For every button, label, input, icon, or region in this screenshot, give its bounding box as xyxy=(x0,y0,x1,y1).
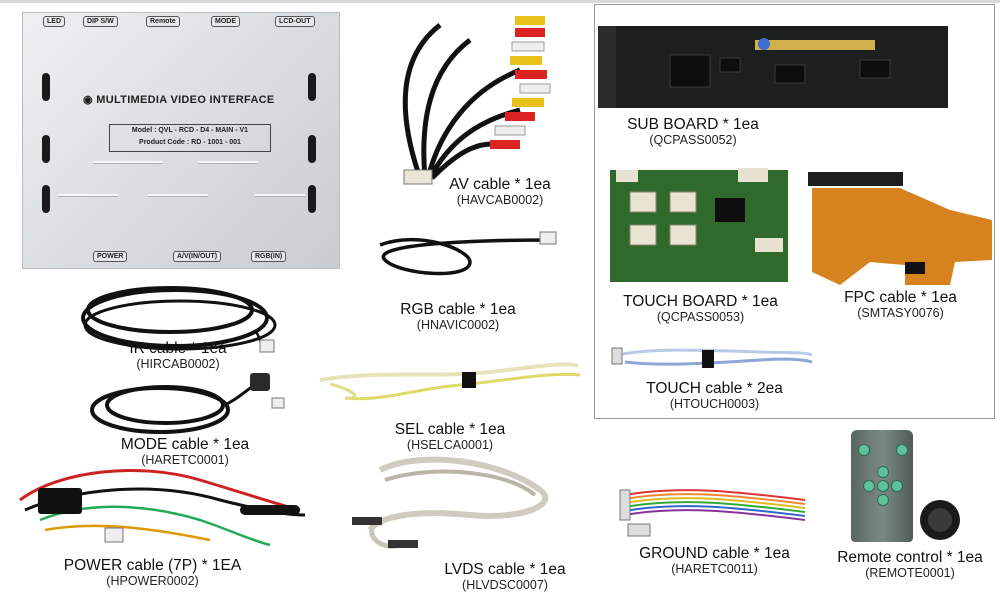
touch-board-image xyxy=(610,168,788,282)
port-label-lcd-out: LCD-OUT xyxy=(275,16,315,27)
interface-box: LED DIP S/W Remote MODE LCD-OUT ◉ MULTIM… xyxy=(22,12,340,269)
caption-fpc-title: FPC cable * 1ea xyxy=(844,289,957,306)
caption-mode: MODE cable * 1ea (HARETC0001) xyxy=(95,436,275,467)
caption-av-code: (HAVCAB0002) xyxy=(456,193,544,207)
vent-slot xyxy=(308,73,316,101)
caption-ground-code: (HARETC0011) xyxy=(671,562,758,576)
caption-mode-title: MODE cable * 1ea xyxy=(120,436,250,453)
caption-rgb-code: (HNAVIC0002) xyxy=(416,318,500,332)
caption-fpc-code: (SMTASY0076) xyxy=(857,306,944,320)
port-label-rgb: RGB(IN) xyxy=(251,251,287,262)
caption-ir-code: (HIRCAB0002) xyxy=(136,357,220,371)
remote-receiver-image xyxy=(920,500,960,540)
remote-button-icon xyxy=(863,480,875,492)
port-label-led: LED xyxy=(43,16,65,27)
caption-touch-board-title: TOUCH BOARD * 1ea xyxy=(623,293,778,310)
caption-power-code: (HPOWER0002) xyxy=(106,574,199,588)
vent-slot xyxy=(308,185,316,213)
caption-remote-code: (REMOTE0001) xyxy=(865,566,955,580)
fpc-cable-image xyxy=(808,172,992,285)
caption-sub-board-code: (QCPASS0052) xyxy=(649,133,737,147)
caption-av: AV cable * 1ea (HAVCAB0002) xyxy=(420,176,580,207)
port-label-remote: Remote xyxy=(146,16,180,27)
remote-control-image xyxy=(851,430,913,542)
touch-cable-image xyxy=(611,347,813,368)
caption-power-title: POWER cable (7P) * 1EA xyxy=(63,557,242,574)
caption-rgb: RGB cable * 1ea (HNAVIC0002) xyxy=(378,301,538,332)
top-divider xyxy=(0,0,1000,3)
caption-touch-cable-code: (HTOUCH0003) xyxy=(669,397,760,411)
vent-slot xyxy=(42,135,50,163)
rgb-cable-image xyxy=(379,231,557,276)
caption-lvds-code: (HLVDSC0007) xyxy=(462,578,548,592)
port-label-mode: MODE xyxy=(211,16,240,27)
remote-button-icon xyxy=(877,480,889,492)
ir-cable-image xyxy=(81,286,277,353)
vent-slot xyxy=(308,135,316,163)
caption-sel-code: (HSELCA0001) xyxy=(406,438,494,452)
caption-remote: Remote control * 1ea (REMOTE0001) xyxy=(820,549,1000,580)
caption-remote-title: Remote control * 1ea xyxy=(837,549,983,566)
caption-sub-board-title: SUB BOARD * 1ea xyxy=(627,116,759,133)
av-cable-image xyxy=(402,16,551,185)
box-groove xyxy=(198,161,258,164)
caption-ground: GROUND cable * 1ea (HARETC0011) xyxy=(612,545,817,576)
box-product-code: Product Code : RD - 1001 - 001 xyxy=(139,139,241,146)
box-groove xyxy=(148,194,208,197)
caption-touch-board: TOUCH BOARD * 1ea (QCPASS0053) xyxy=(608,293,793,324)
caption-touch-board-code: (QCPASS0053) xyxy=(656,310,745,324)
remote-button-icon xyxy=(877,494,889,506)
caption-touch-cable-title: TOUCH cable * 2ea xyxy=(646,380,783,397)
remote-button-icon xyxy=(858,444,870,456)
caption-av-title: AV cable * 1ea xyxy=(449,176,551,193)
caption-touch-cable: TOUCH cable * 2ea (HTOUCH0003) xyxy=(622,380,807,411)
sel-cable-image xyxy=(319,362,581,401)
caption-rgb-title: RGB cable * 1ea xyxy=(400,301,516,318)
caption-ground-title: GROUND cable * 1ea xyxy=(639,545,790,562)
box-groove xyxy=(58,194,118,197)
box-groove xyxy=(255,194,305,197)
box-model: Model : QVL - RCD - D4 - MAIN - V1 xyxy=(131,127,249,134)
caption-fpc: FPC cable * 1ea (SMTASY0076) xyxy=(818,289,983,320)
box-info-label: Model : QVL - RCD - D4 - MAIN - V1 Produ… xyxy=(109,124,271,152)
box-title-text: MULTIMEDIA VIDEO INTERFACE xyxy=(96,94,275,106)
board-panel-frame xyxy=(594,4,995,419)
port-label-dip: DIP S/W xyxy=(83,16,118,27)
remote-button-icon xyxy=(877,466,889,478)
caption-mode-code: (HARETC0001) xyxy=(141,453,229,467)
remote-button-icon xyxy=(891,480,903,492)
ground-cable-image xyxy=(619,489,806,537)
caption-ir: IR cable * 1ea (HIRCAB0002) xyxy=(98,340,258,371)
port-label-av: A/V(IN/OUT) xyxy=(173,251,222,262)
caption-sel: SEL cable * 1ea (HSELCA0001) xyxy=(370,421,530,452)
box-title: ◉ MULTIMEDIA VIDEO INTERFACE xyxy=(83,94,275,106)
power-cable-image xyxy=(19,468,306,547)
port-label-power: POWER xyxy=(93,251,128,262)
caption-sub-board: SUB BOARD * 1ea (QCPASS0052) xyxy=(608,116,778,147)
vent-slot xyxy=(42,185,50,213)
lvds-cable-image xyxy=(352,456,549,549)
box-groove xyxy=(93,161,163,164)
caption-lvds-title: LVDS cable * 1ea xyxy=(444,561,566,578)
caption-lvds: LVDS cable * 1ea (HLVDSC0007) xyxy=(415,561,595,592)
caption-ir-title: IR cable * 1ea xyxy=(129,340,227,357)
mode-cable-image xyxy=(90,373,285,434)
vent-slot xyxy=(42,73,50,101)
sub-board-image xyxy=(598,26,948,108)
caption-sel-title: SEL cable * 1ea xyxy=(394,421,506,438)
remote-button-icon xyxy=(896,444,908,456)
caption-power: POWER cable (7P) * 1EA (HPOWER0002) xyxy=(30,557,275,588)
